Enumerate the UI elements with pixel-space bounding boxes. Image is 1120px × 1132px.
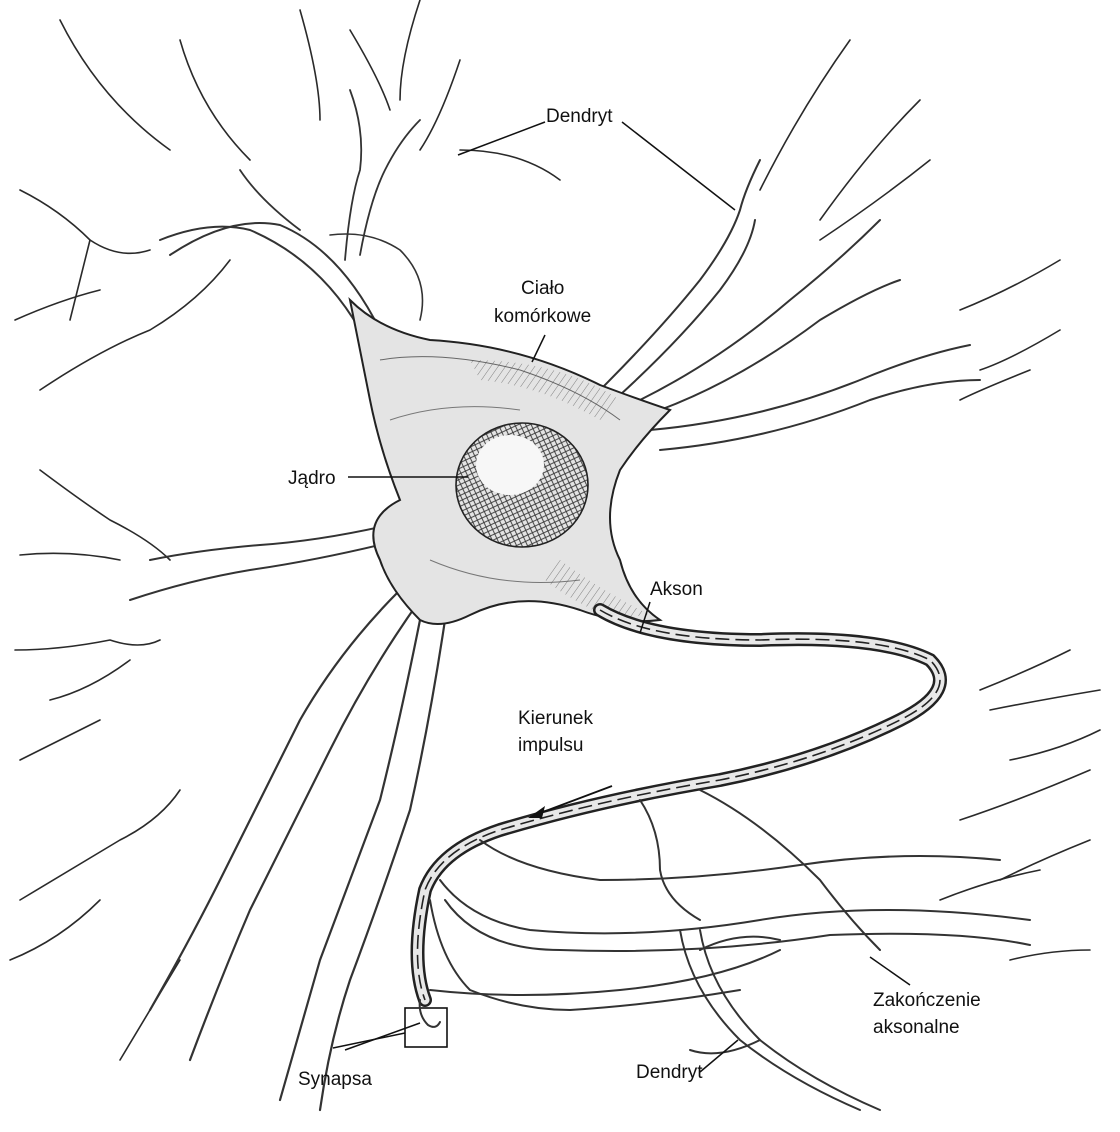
label-nucleus: Jądro	[288, 468, 336, 489]
label-synapse: Synapsa	[298, 1069, 372, 1090]
label-impulse-line1: Kierunek	[518, 708, 593, 729]
label-axon: Akson	[650, 579, 703, 600]
label-cell-body-line2: komórkowe	[494, 306, 591, 327]
label-terminal-line1: Zakończenie	[873, 990, 981, 1011]
axon	[418, 610, 941, 1000]
nucleus	[456, 423, 588, 547]
label-dendrite-bottom: Dendryt	[636, 1062, 703, 1083]
label-terminal-line2: aksonalne	[873, 1017, 960, 1038]
label-cell-body-line1: Ciało	[521, 278, 564, 299]
lower-dendrite	[680, 930, 880, 1110]
label-impulse-line2: impulsu	[518, 735, 583, 756]
synapse-box	[405, 1008, 447, 1047]
label-dendrite-top: Dendryt	[546, 106, 613, 127]
